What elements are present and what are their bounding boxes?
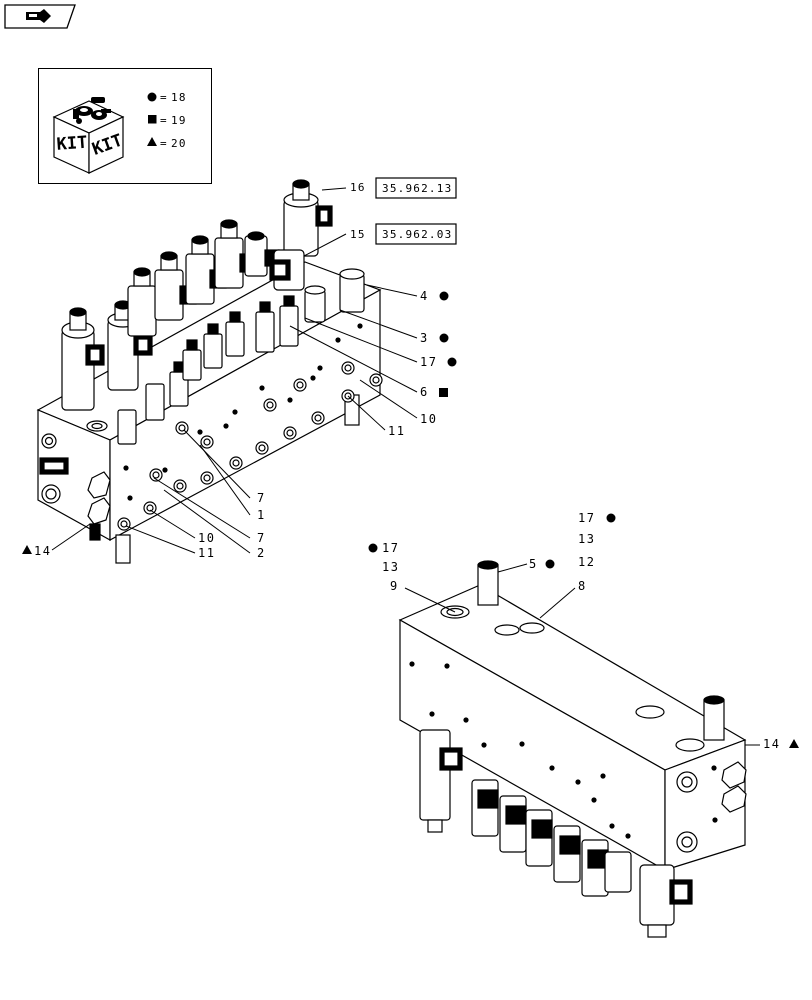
callout-4: 4 bbox=[420, 289, 429, 303]
callout-8: 8 bbox=[578, 579, 587, 593]
circle-icon bbox=[439, 333, 449, 343]
top-valve-assembly bbox=[36, 179, 383, 564]
reference-box-16[interactable]: 16 35.962.13 bbox=[321, 177, 457, 199]
svg-text:=: = bbox=[160, 91, 167, 104]
nav-back-button[interactable] bbox=[4, 4, 76, 29]
callout-5: 5 bbox=[529, 557, 538, 571]
triangle-icon bbox=[147, 137, 157, 146]
kit-legend: KIT KIT = 18 = 19 = 20 bbox=[38, 68, 212, 184]
callout-3: 3 bbox=[420, 331, 429, 345]
callout-14b: 14 bbox=[763, 737, 780, 751]
cartridge-row bbox=[117, 268, 365, 445]
circle-icon bbox=[368, 543, 378, 553]
callout-17d: 17 bbox=[382, 541, 399, 555]
legend-triangle-value: 20 bbox=[171, 137, 187, 150]
callout-13c: 13 bbox=[578, 532, 595, 546]
svg-text:=: = bbox=[160, 114, 167, 127]
callout-7a: 7 bbox=[257, 491, 266, 505]
ref-35-962-13: 35.962.13 bbox=[382, 182, 452, 195]
callout-17: 17 bbox=[420, 355, 437, 369]
legend-square-value: 19 bbox=[171, 114, 187, 127]
circle-icon bbox=[147, 92, 157, 102]
bottom-solenoid-row bbox=[419, 729, 693, 938]
square-icon bbox=[148, 115, 157, 124]
legend-circle-value: 18 bbox=[171, 91, 187, 104]
callout-12: 12 bbox=[578, 555, 595, 569]
callout-11b: 11 bbox=[198, 546, 215, 560]
callout-14: 14 bbox=[34, 544, 51, 558]
bottom-valve-assembly bbox=[398, 560, 747, 938]
reference-box-15[interactable]: 15 35.962.03 bbox=[303, 223, 457, 257]
hand-pointer-icon bbox=[4, 4, 76, 29]
callouts-top: 4 3 17 6 10 11 7 1 7 2 10 11 14 bbox=[22, 289, 457, 560]
callout-1: 1 bbox=[257, 508, 266, 522]
callout-6: 6 bbox=[420, 385, 429, 399]
item-15-label: 15 bbox=[350, 228, 366, 241]
callout-2: 2 bbox=[257, 546, 266, 560]
callout-9: 9 bbox=[390, 579, 399, 593]
square-icon bbox=[439, 388, 448, 397]
svg-text:=: = bbox=[160, 137, 167, 150]
item-16-label: 16 bbox=[350, 181, 366, 194]
kit-label-left: KIT bbox=[56, 133, 88, 155]
kit-box-icon: KIT KIT = 18 = 19 = 20 bbox=[52, 91, 187, 174]
callouts-bottom: 17 13 12 17 13 9 5 8 14 bbox=[368, 511, 799, 751]
triangle-icon bbox=[789, 739, 799, 748]
callout-10b: 10 bbox=[198, 531, 215, 545]
callout-17c: 17 bbox=[578, 511, 595, 525]
callout-11: 11 bbox=[388, 424, 405, 438]
callout-13d: 13 bbox=[382, 560, 399, 574]
triangle-icon bbox=[22, 545, 32, 554]
ref-35-962-03: 35.962.03 bbox=[382, 228, 452, 241]
circle-icon bbox=[439, 291, 449, 301]
callout-7b: 7 bbox=[257, 531, 266, 545]
callout-10: 10 bbox=[420, 412, 437, 426]
circle-icon bbox=[447, 357, 457, 367]
circle-icon bbox=[606, 513, 616, 523]
solenoid-row bbox=[61, 179, 333, 411]
circle-icon bbox=[545, 559, 555, 569]
